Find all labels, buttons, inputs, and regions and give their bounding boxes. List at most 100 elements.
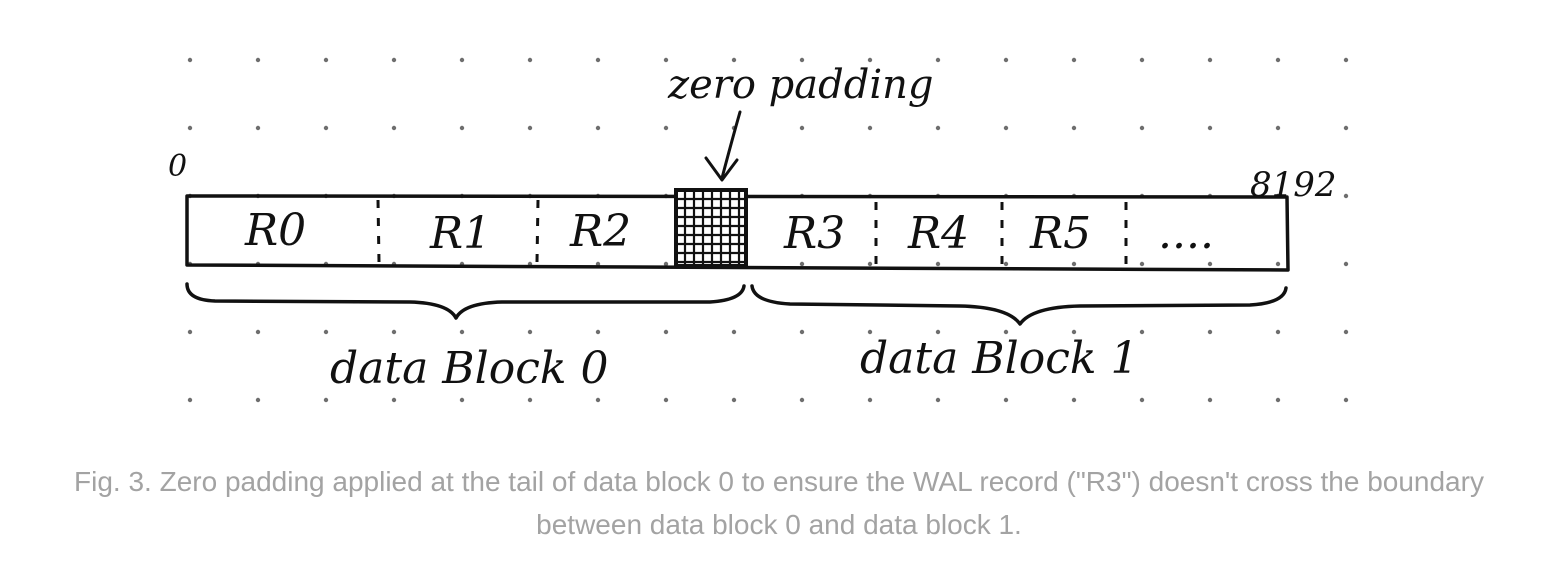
grid-dot (1275, 397, 1281, 403)
grid-dot (1275, 261, 1281, 267)
grid-dot (391, 329, 397, 335)
zero-padding-label: zero padding (667, 62, 934, 108)
grid-dot (1343, 397, 1349, 403)
grid-dot (1207, 329, 1213, 335)
grid-dot (187, 397, 193, 403)
grid-dot (867, 329, 873, 335)
grid-dot (323, 329, 329, 335)
grid-dot (1275, 125, 1281, 131)
grid-dot (1207, 57, 1213, 63)
grid-dot (935, 125, 941, 131)
grid-dot (459, 57, 465, 63)
block0-brace (185, 282, 746, 320)
grid-dot (595, 57, 601, 63)
grid-dot (595, 397, 601, 403)
grid-dot (663, 125, 669, 131)
grid-dot (323, 57, 329, 63)
figure-caption: Fig. 3. Zero padding applied at the tail… (74, 466, 1484, 540)
grid-dot (527, 329, 533, 335)
record-label-r3: R3 (783, 208, 845, 259)
block1-brace (750, 284, 1288, 326)
grid-dot (1275, 57, 1281, 63)
grid-dot (527, 125, 533, 131)
record-label-r2: R2 (569, 206, 631, 257)
grid-dot (799, 397, 805, 403)
grid-dot (595, 261, 601, 267)
grid-dot (731, 329, 737, 335)
grid-dot (1003, 329, 1009, 335)
grid-dot (323, 125, 329, 131)
grid-dot (1139, 261, 1145, 267)
grid-dot (255, 57, 261, 63)
zero-padding-region (674, 188, 748, 268)
grid-dot (731, 57, 737, 63)
block1-label: data Block 1 (860, 333, 1138, 384)
grid-dot (935, 397, 941, 403)
grid-dot (731, 397, 737, 403)
grid-dot (1003, 125, 1009, 131)
grid-dot (1343, 261, 1349, 267)
grid-dot (935, 57, 941, 63)
padding-arrow (720, 110, 742, 180)
grid-dot (187, 57, 193, 63)
grid-dot (1003, 261, 1009, 267)
wal-block-diagram: zero padding 0 8192 R0 R1 R2 R3 R4 R5 ..… (168, 57, 1349, 403)
record-label-r4: R4 (907, 208, 969, 259)
record-label-r5: R5 (1029, 208, 1091, 259)
grid-dot (867, 125, 873, 131)
grid-dot (323, 397, 329, 403)
grid-dot (187, 329, 193, 335)
grid-dot (799, 329, 805, 335)
record-label-r0: R0 (244, 205, 306, 256)
grid-dot (1139, 329, 1145, 335)
grid-dot (1071, 57, 1077, 63)
grid-dot (1139, 125, 1145, 131)
grid-dot (1071, 397, 1077, 403)
padding-arrow-head (704, 156, 739, 182)
grid-dot (391, 57, 397, 63)
grid-dot (663, 57, 669, 63)
grid-dot (255, 125, 261, 131)
grid-dot (935, 261, 941, 267)
grid-dot (459, 125, 465, 131)
grid-dot (527, 397, 533, 403)
grid-dot (1275, 329, 1281, 335)
grid-dot (1207, 261, 1213, 267)
end-offset: 8192 (1250, 165, 1337, 205)
grid-dot (1071, 125, 1077, 131)
grid-dot (799, 125, 805, 131)
grid-dot (1139, 397, 1145, 403)
separator-r0-r1 (376, 199, 381, 263)
grid-dot (935, 329, 941, 335)
block0-label: data Block 0 (330, 343, 608, 394)
grid-dot (867, 397, 873, 403)
grid-dot (187, 125, 193, 131)
grid-dot (663, 329, 669, 335)
grid-dot (391, 397, 397, 403)
grid-dot (595, 125, 601, 131)
grid-dot (459, 329, 465, 335)
grid-dot (799, 57, 805, 63)
grid-dot (1343, 57, 1349, 63)
grid-dot (255, 329, 261, 335)
grid-dot (255, 397, 261, 403)
grid-dot (459, 397, 465, 403)
start-offset: 0 (168, 149, 187, 184)
block-strip-outline (185, 194, 1290, 272)
separator-r1-r2 (535, 199, 540, 263)
grid-dot (1139, 57, 1145, 63)
grid-dot (1071, 329, 1077, 335)
record-label-more: .... (1158, 208, 1214, 259)
grid-dot (1003, 57, 1009, 63)
grid-dot (1343, 329, 1349, 335)
record-separators (376, 199, 1128, 268)
grid-dot (1207, 125, 1213, 131)
grid-dot (1071, 261, 1077, 267)
grid-dot (799, 261, 805, 267)
grid-dot (1343, 125, 1349, 131)
grid-dot (867, 261, 873, 267)
grid-dot (595, 329, 601, 335)
grid-dot (867, 57, 873, 63)
grid-dot (527, 57, 533, 63)
grid-dot (1343, 193, 1349, 199)
